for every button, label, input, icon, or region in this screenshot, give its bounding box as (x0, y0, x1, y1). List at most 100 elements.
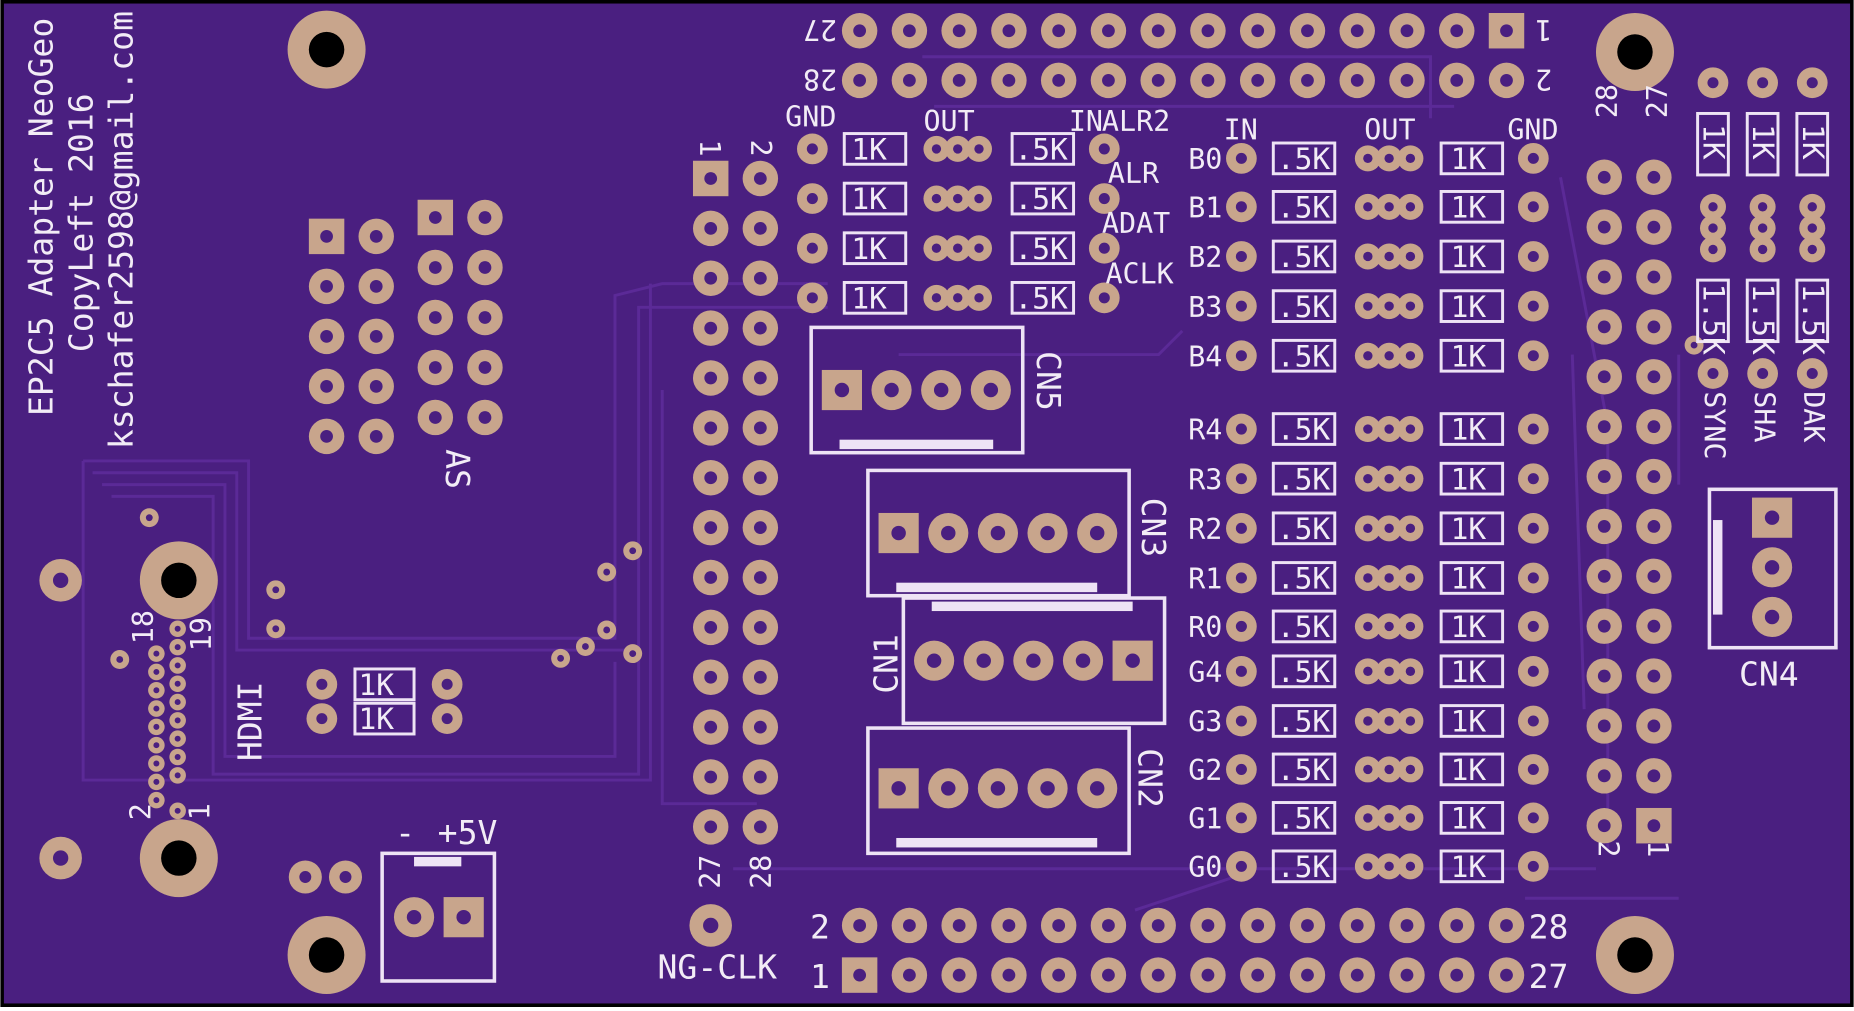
left-header-pin-b3-hole (753, 271, 767, 285)
video-row4-out-pad-2-hole (1384, 301, 1394, 311)
power-pin-plus-hole (456, 909, 471, 925)
hdmi-pin-19: 19 (185, 617, 218, 651)
left-header-pin-b11-hole (753, 670, 767, 684)
left-header-pin-a10-hole (704, 620, 718, 634)
cn1-pin-3-hole (1026, 653, 1041, 668)
bottom-header-pin-a6-hole (1102, 919, 1115, 932)
as-block-b-col2-5-hole (478, 411, 492, 424)
left-header-pin-a14-hole (704, 820, 718, 834)
video-row15-r5k-label: .5K (1277, 850, 1331, 884)
r-sync-1-label: 1K (1697, 124, 1731, 160)
r-sync-4-label: 1.5K (1697, 284, 1731, 355)
hdmi-pin-even-8-hole (153, 797, 160, 804)
power-plus: +5V (438, 813, 498, 852)
audio-row3-in-pad-hole (1098, 242, 1110, 254)
cn2-pin-4-hole (1040, 781, 1055, 796)
bottom-header-pin-a5-hole (1052, 919, 1066, 932)
mount-hole-top-right-hole (1617, 34, 1653, 70)
top-header-pin-b12-hole (1400, 73, 1414, 87)
top-header-pin-a8-hole (1201, 24, 1215, 38)
cn3-pin-2-hole (941, 525, 956, 541)
sync-col1-bottom-pad-hole (1707, 367, 1719, 380)
cn5-label: CN5 (1029, 351, 1068, 411)
video-row3-r5k-label: .5K (1277, 240, 1331, 274)
cn5-pin-1-hole (834, 382, 850, 398)
trace-7 (922, 55, 1432, 119)
audio-row4-out-pad-2-hole (953, 293, 963, 303)
video-row13-r1k-body (1439, 752, 1505, 787)
video-in-label: IN (1224, 113, 1258, 146)
left-header-pin-b9-hole (753, 571, 767, 584)
right-header-pin-a8-hole (1597, 520, 1611, 533)
video-label-b1: B1 (1188, 191, 1222, 224)
video-row13-out-pad-3-hole (1405, 764, 1416, 775)
video-row2-out-pad-2-hole (1384, 202, 1394, 212)
video-row14-r1k-label: 1K (1451, 802, 1487, 836)
bottom-header-pin-b6-hole (1102, 968, 1115, 982)
top-header-pin-a7-hole (1151, 24, 1165, 38)
video-row14-out-pad-1-hole (1363, 813, 1373, 823)
video-row8-gnd-pad-hole (1527, 522, 1539, 534)
video-row9-r1k-label: 1K (1451, 562, 1487, 596)
video-row5-out-pad-2-hole (1384, 351, 1394, 361)
video-row12-r1k-label: 1K (1451, 705, 1487, 739)
right-header-pin-a1-hole (1597, 170, 1611, 184)
video-label-g1: G1 (1188, 803, 1222, 836)
r-audio-a4-label: 1K (851, 281, 887, 315)
bottom-header-pin-b7-hole (1151, 968, 1165, 982)
cn1-pin-2-hole (976, 653, 991, 668)
sync-col1-r1k-body (1696, 111, 1730, 177)
sync-col3-mid-pad-1-hole (1807, 202, 1817, 212)
left-header-pin-b4-hole (753, 321, 767, 335)
top-header-pin-a9-hole (1251, 24, 1265, 38)
left-header-1: 1 (693, 139, 726, 156)
hdmi-pin-odd-8-hole (174, 772, 181, 779)
left-header-pin-a1-hole (704, 172, 718, 185)
video-row13-gnd-pad-hole (1527, 763, 1539, 775)
video-label-b2: B2 (1188, 241, 1222, 274)
video-row1-r1k-body (1439, 141, 1505, 176)
as-block-a-col2-1-hole (369, 230, 383, 243)
video-row7-out-pad-1-hole (1363, 473, 1373, 484)
r-audio-a2-label: 1K (851, 182, 887, 216)
right-header-2: 2 (1591, 840, 1624, 857)
video-row7-gnd-pad-hole (1527, 473, 1539, 485)
video-out-label: OUT (1364, 113, 1415, 146)
power-connector-outline (380, 851, 497, 983)
top-header-pin-b10-hole (1301, 73, 1314, 87)
bottom-header-pin-a11-hole (1350, 919, 1364, 932)
hdmi-aux-pad-2-hole (116, 656, 124, 663)
right-header-pin-a3-hole (1597, 270, 1611, 284)
trace-6 (660, 390, 757, 806)
video-row4-r1k-body (1439, 289, 1505, 323)
left-header-pin-a11-hole (704, 670, 718, 684)
as-block-b-col2-4-hole (478, 361, 492, 374)
video-label-r3: R3 (1188, 463, 1222, 496)
hdmi-pin-2: 2 (124, 803, 157, 820)
bottom-header-pin-b14-hole (1500, 968, 1513, 982)
video-row8-out-pad-2-hole (1384, 523, 1394, 534)
hdmi-via-2-hole (272, 625, 280, 633)
cn3-outline (866, 468, 1131, 598)
cn5-pin-3-hole (933, 382, 949, 398)
video-row1-r5k-body (1271, 141, 1337, 176)
top-header-28: 28 (803, 63, 837, 96)
video-row12-r5k-body (1271, 704, 1337, 738)
audio-row2-out-pad-1-hole (931, 193, 942, 204)
video-row13-r5k-label: .5K (1277, 753, 1331, 787)
video-row3-in-pad-hole (1235, 250, 1247, 263)
video-row9-out-pad-2-hole (1384, 573, 1394, 583)
right-header-pin-a7-hole (1597, 470, 1611, 483)
video-row8-in-pad-hole (1235, 522, 1247, 534)
audio-row3-r5k-body (1010, 231, 1076, 266)
left-header-pin-b10-hole (753, 620, 767, 634)
top-header-pin-b4-hole (1002, 73, 1016, 87)
video-row13-out-pad-2-hole (1384, 764, 1394, 775)
r-audio-b4-label: .5K (1014, 281, 1068, 315)
right-header-pin-b2-hole (1647, 220, 1661, 234)
pads-layer (39, 10, 1828, 994)
sync-col3-top-pad-hole (1806, 77, 1818, 89)
left-header-pin-a9-hole (704, 571, 718, 584)
top-header-pin-b7-hole (1151, 73, 1165, 87)
